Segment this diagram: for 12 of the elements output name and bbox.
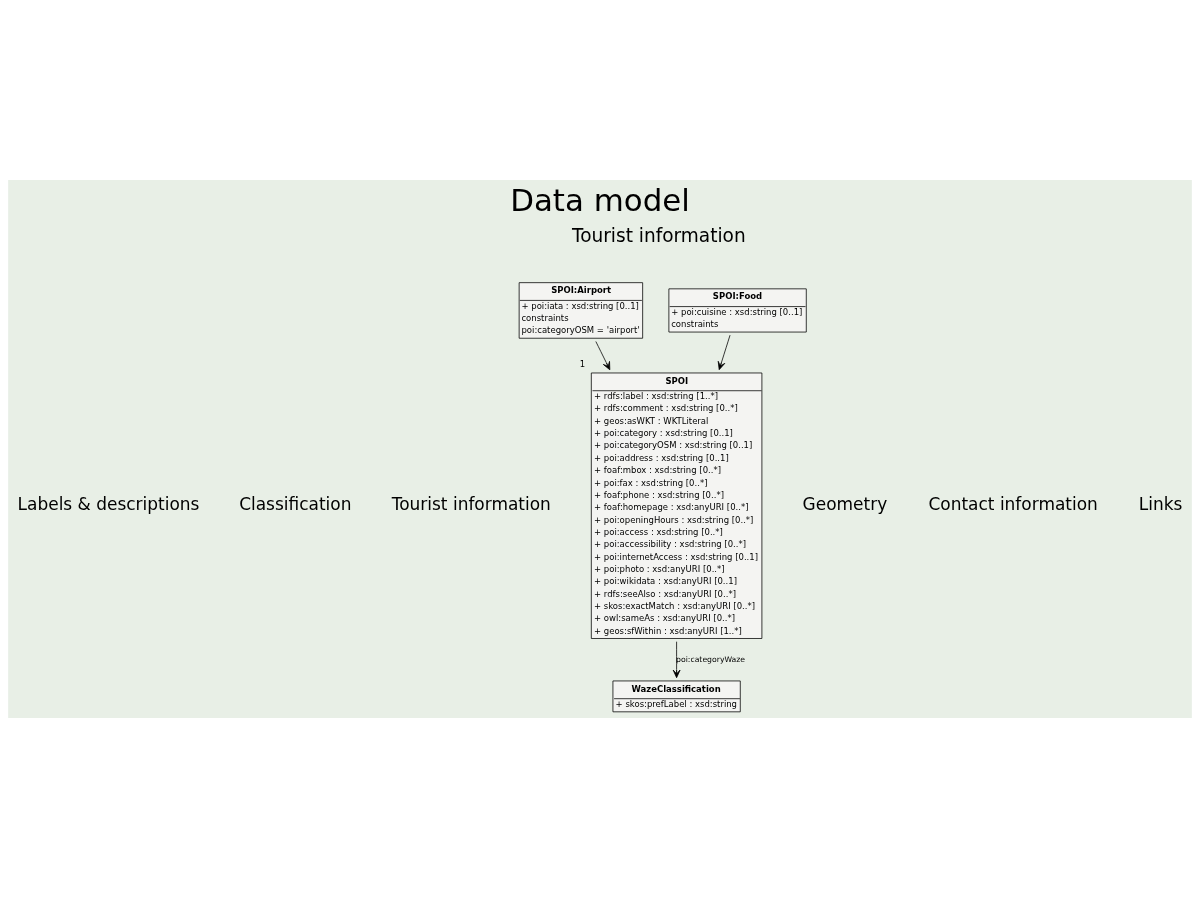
node-label: 1	[579, 358, 586, 369]
diagram-title: Data model	[510, 181, 690, 218]
label: Links	[1138, 493, 1183, 514]
arrow	[595, 340, 611, 370]
label: Geometry	[802, 493, 888, 514]
label: Contact information	[928, 493, 1098, 514]
label: Tourist information	[572, 224, 746, 246]
label: Labels & descriptions	[17, 493, 200, 514]
arrow	[717, 334, 731, 370]
label: Tourist information	[391, 493, 551, 514]
arrow	[672, 640, 681, 678]
label: Classification	[239, 493, 352, 514]
